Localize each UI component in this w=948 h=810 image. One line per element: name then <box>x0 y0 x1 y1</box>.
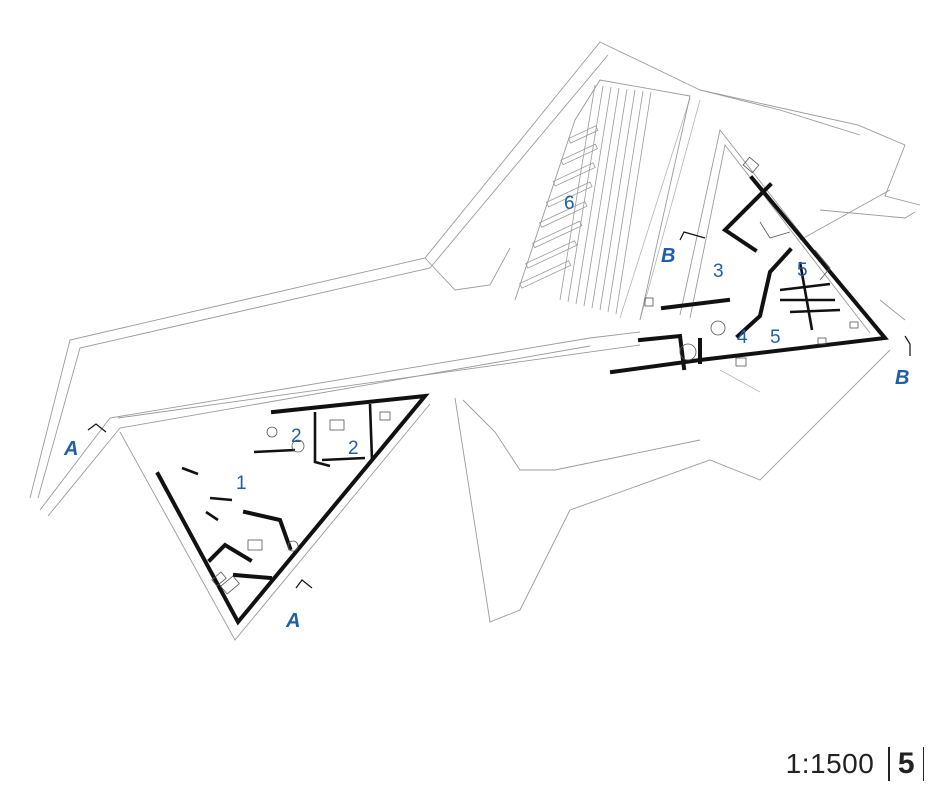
section-label-a-south: A <box>285 610 300 632</box>
room-label-2a: 2 <box>291 426 302 447</box>
site-outline <box>29 41 921 623</box>
room-label-5a: 5 <box>797 260 808 281</box>
room-label-2b: 2 <box>348 438 359 459</box>
building-west <box>119 393 431 641</box>
room-label-6: 6 <box>564 193 575 214</box>
section-label-b-center: B <box>661 245 675 267</box>
footer-divider <box>888 747 890 781</box>
auditorium-seating <box>514 79 691 321</box>
scale-text: 1:1500 <box>785 748 875 779</box>
room-label-4: 4 <box>737 327 748 348</box>
section-label-a-west: A <box>63 438 78 460</box>
building-east <box>609 128 889 375</box>
room-label-3: 3 <box>713 261 724 282</box>
room-label-1: 1 <box>236 473 247 494</box>
footer-scale-block: 1:1500 5 <box>786 747 924 781</box>
room-label-5b: 5 <box>770 327 781 348</box>
footer-divider-end <box>922 747 924 781</box>
page-number: 5 <box>897 747 915 780</box>
section-cut-lines <box>87 231 911 589</box>
section-label-b-east: B <box>895 367 909 389</box>
